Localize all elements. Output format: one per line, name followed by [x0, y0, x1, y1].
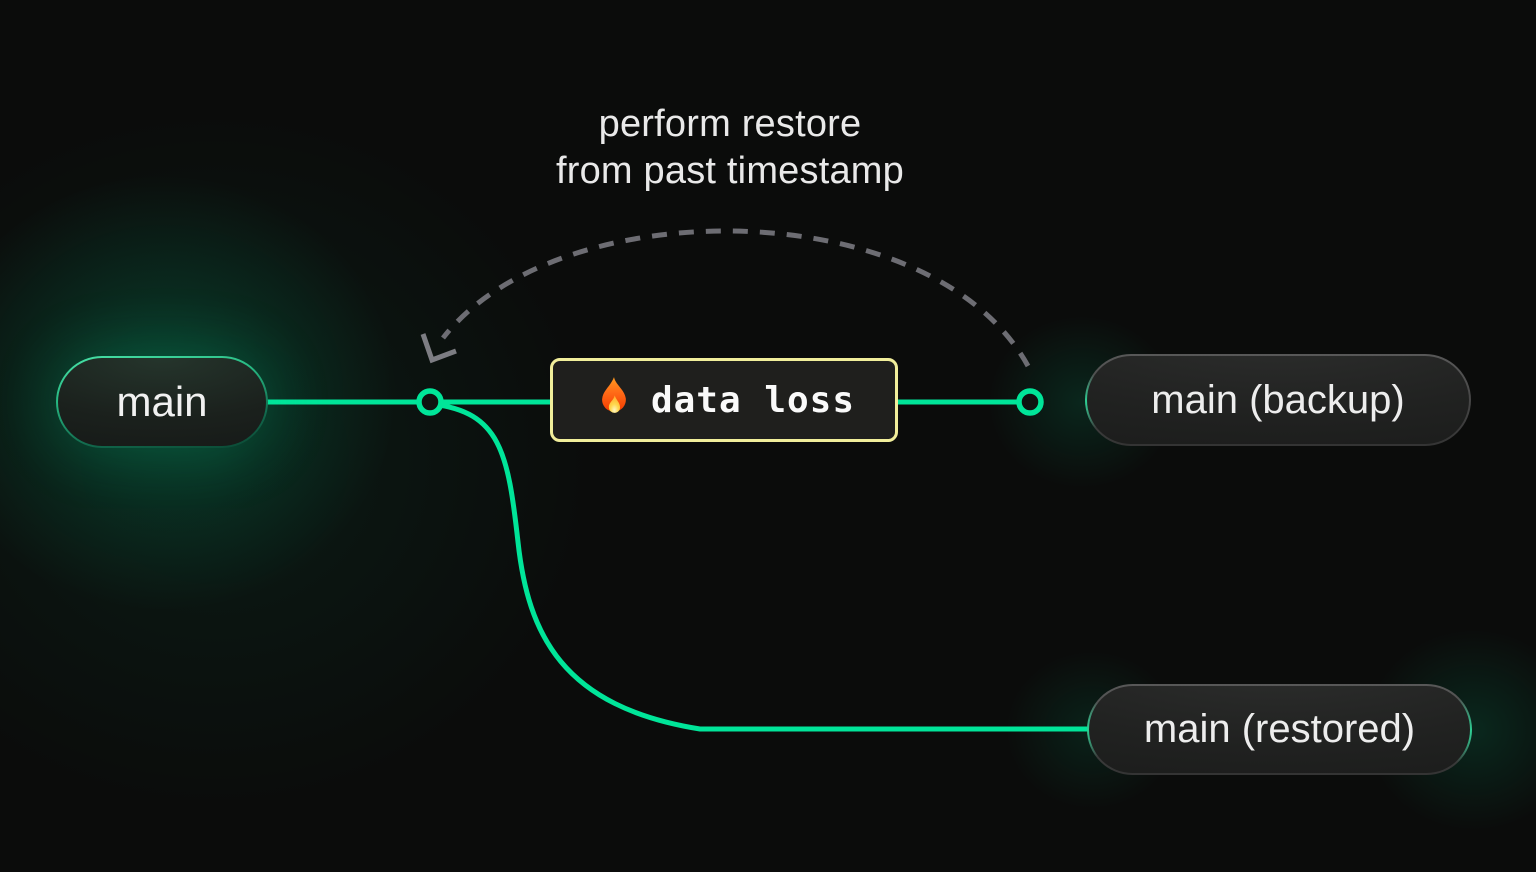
restore-branch-curve [431, 401, 1090, 732]
fire-inner-core [608, 395, 621, 413]
arrowhead-icon [420, 333, 457, 364]
branch-point-node [416, 388, 444, 416]
restore-annotation: perform restore from past timestamp [427, 101, 1033, 195]
fire-outer-flame [602, 377, 626, 412]
node-main-restored-label: main (restored) [1089, 686, 1470, 773]
restore-annotation-line2: from past timestamp [555, 150, 904, 192]
fire-icon [602, 377, 626, 413]
node-main-label: main [58, 358, 266, 446]
restore-arc-dashed [441, 228, 1031, 368]
node-main-backup-label: main (backup) [1087, 356, 1469, 444]
data-loss-event-box: data loss [550, 358, 898, 442]
node-main: main [56, 356, 268, 448]
restore-annotation-line1: perform restore [598, 103, 862, 145]
backup-branch-point-node [1016, 388, 1044, 416]
node-main-restored: main (restored) [1087, 684, 1472, 775]
node-main-backup: main (backup) [1085, 354, 1471, 446]
data-loss-label: data loss [650, 379, 856, 421]
